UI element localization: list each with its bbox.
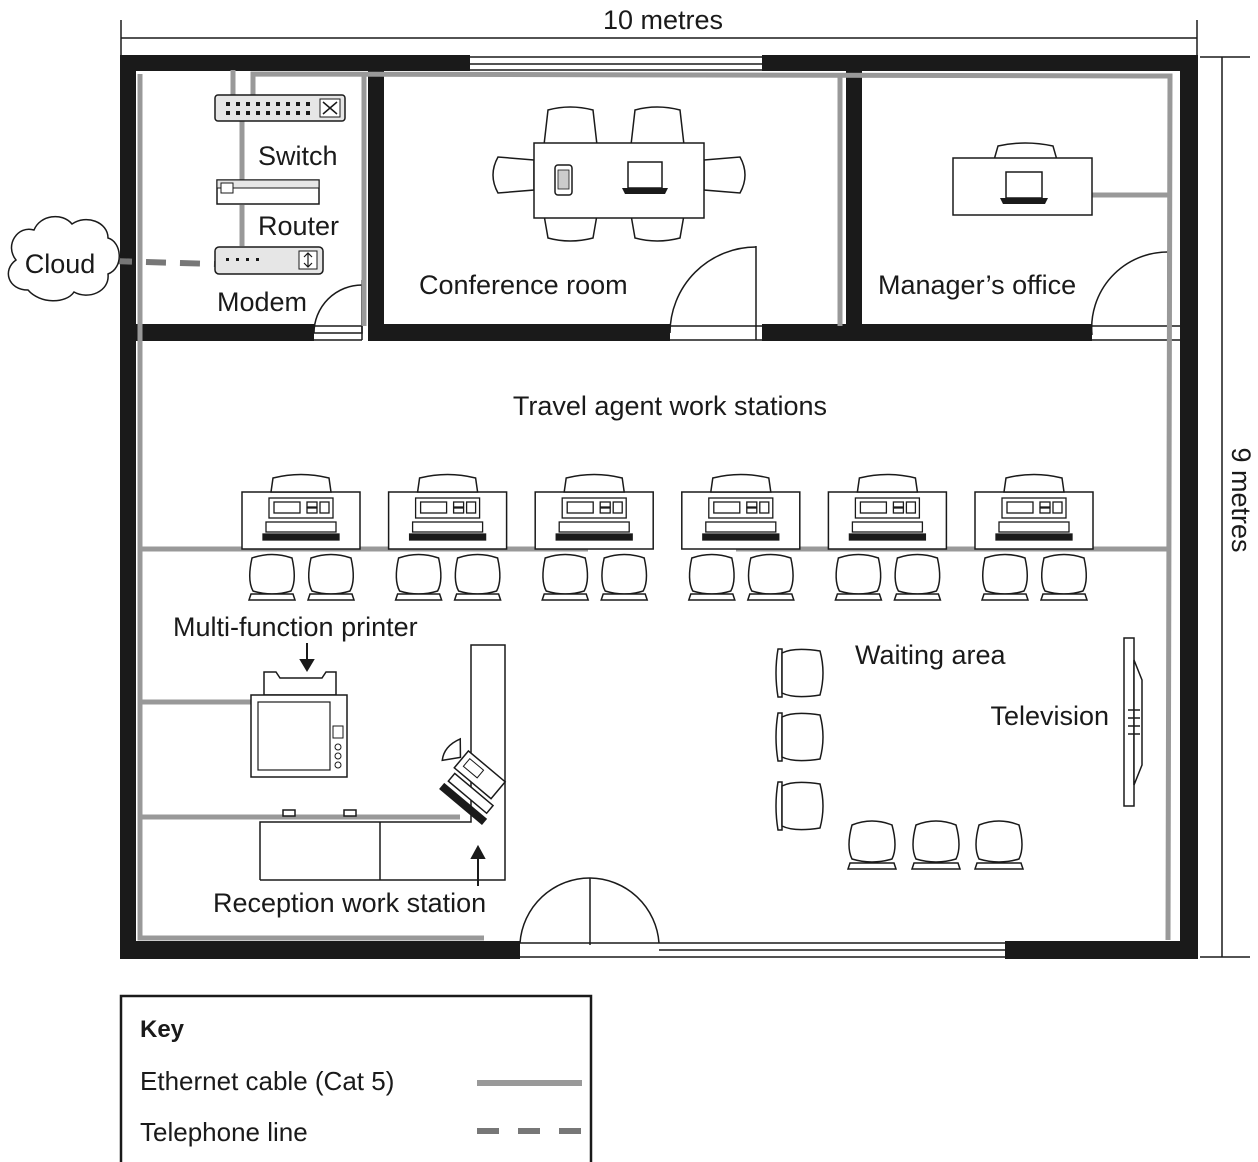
workstation-chair-back (563, 473, 626, 493)
telephone-line (111, 258, 216, 267)
chair (394, 553, 443, 601)
chair (893, 553, 942, 601)
entrance-double-door[interactable] (519, 877, 660, 958)
computer-icon (555, 497, 633, 541)
laptop-icon (622, 161, 668, 194)
chair (541, 553, 590, 601)
server-room-door[interactable] (313, 280, 363, 341)
computer-icon (995, 497, 1073, 541)
conference-table (492, 106, 746, 242)
ethernet-cables (137, 70, 1173, 941)
reception-arrow (470, 844, 486, 886)
chair (306, 553, 356, 601)
workstation[interactable] (974, 473, 1094, 601)
travel-agent-label: Travel agent work stations (513, 391, 827, 421)
laptop-icon (1000, 171, 1048, 204)
chair (247, 553, 297, 601)
height-dimension (1200, 56, 1250, 958)
workstation-chair-back (856, 473, 919, 493)
chair (980, 553, 1030, 601)
reception-label: Reception work station (213, 888, 486, 918)
chair (687, 553, 736, 601)
workstation[interactable] (241, 473, 361, 601)
top-window (470, 56, 762, 71)
waiting-chairs-bottom (846, 820, 1025, 870)
chair (746, 553, 795, 601)
television[interactable] (1123, 637, 1143, 807)
router-label: Router (258, 211, 339, 241)
cloud-icon (7, 215, 120, 302)
key-ethernet-label: Ethernet cable (Cat 5) (140, 1066, 394, 1096)
key-telephone-label: Telephone line (140, 1117, 308, 1147)
waiting-chairs-side (775, 648, 824, 831)
computer-icon (262, 497, 340, 541)
phone-icon (554, 164, 573, 196)
modem-label: Modem (217, 287, 307, 317)
multi-function-printer[interactable] (250, 671, 348, 778)
interior-walls (136, 71, 1092, 341)
workstation-chair-back (416, 473, 479, 493)
bottom-window (659, 942, 1005, 958)
switch-label: Switch (258, 141, 338, 171)
manager-desk (952, 142, 1093, 216)
waiting-area-label: Waiting area (855, 640, 1007, 670)
workstation-chair-back (270, 473, 332, 493)
printer-arrow (299, 643, 315, 672)
width-label: 10 metres (603, 5, 723, 35)
width-dimension (120, 20, 1198, 60)
conference-room-door[interactable] (669, 246, 762, 341)
chair (453, 553, 502, 601)
workstation[interactable] (827, 473, 948, 601)
key-title: Key (140, 1016, 185, 1043)
computer-icon (848, 497, 927, 541)
height-label: 9 metres (1226, 447, 1256, 552)
workstation-chair-back (709, 473, 772, 493)
reception-computer[interactable] (424, 736, 516, 826)
managers-office-label: Manager’s office (878, 270, 1076, 300)
conference-room-label: Conference room (419, 270, 628, 300)
travel-agent-workstations (241, 473, 1094, 601)
workstation[interactable] (534, 473, 654, 601)
printer-label: Multi-function printer (173, 612, 418, 642)
chair (600, 553, 649, 601)
computer-icon (702, 497, 780, 541)
workstation-chair-back (1003, 473, 1065, 493)
switch-device[interactable] (214, 94, 346, 122)
chair (1039, 553, 1089, 601)
managers-office-door[interactable] (1090, 250, 1180, 341)
chair (834, 553, 883, 601)
cloud-label: Cloud (25, 249, 96, 279)
modem-device[interactable] (214, 246, 324, 275)
workstation[interactable] (387, 473, 508, 601)
key-box (119, 994, 593, 1162)
workstation[interactable] (681, 473, 801, 601)
television-label: Television (990, 701, 1109, 731)
computer-icon (408, 497, 487, 541)
router-device[interactable] (216, 179, 320, 205)
outer-walls (120, 55, 1198, 959)
